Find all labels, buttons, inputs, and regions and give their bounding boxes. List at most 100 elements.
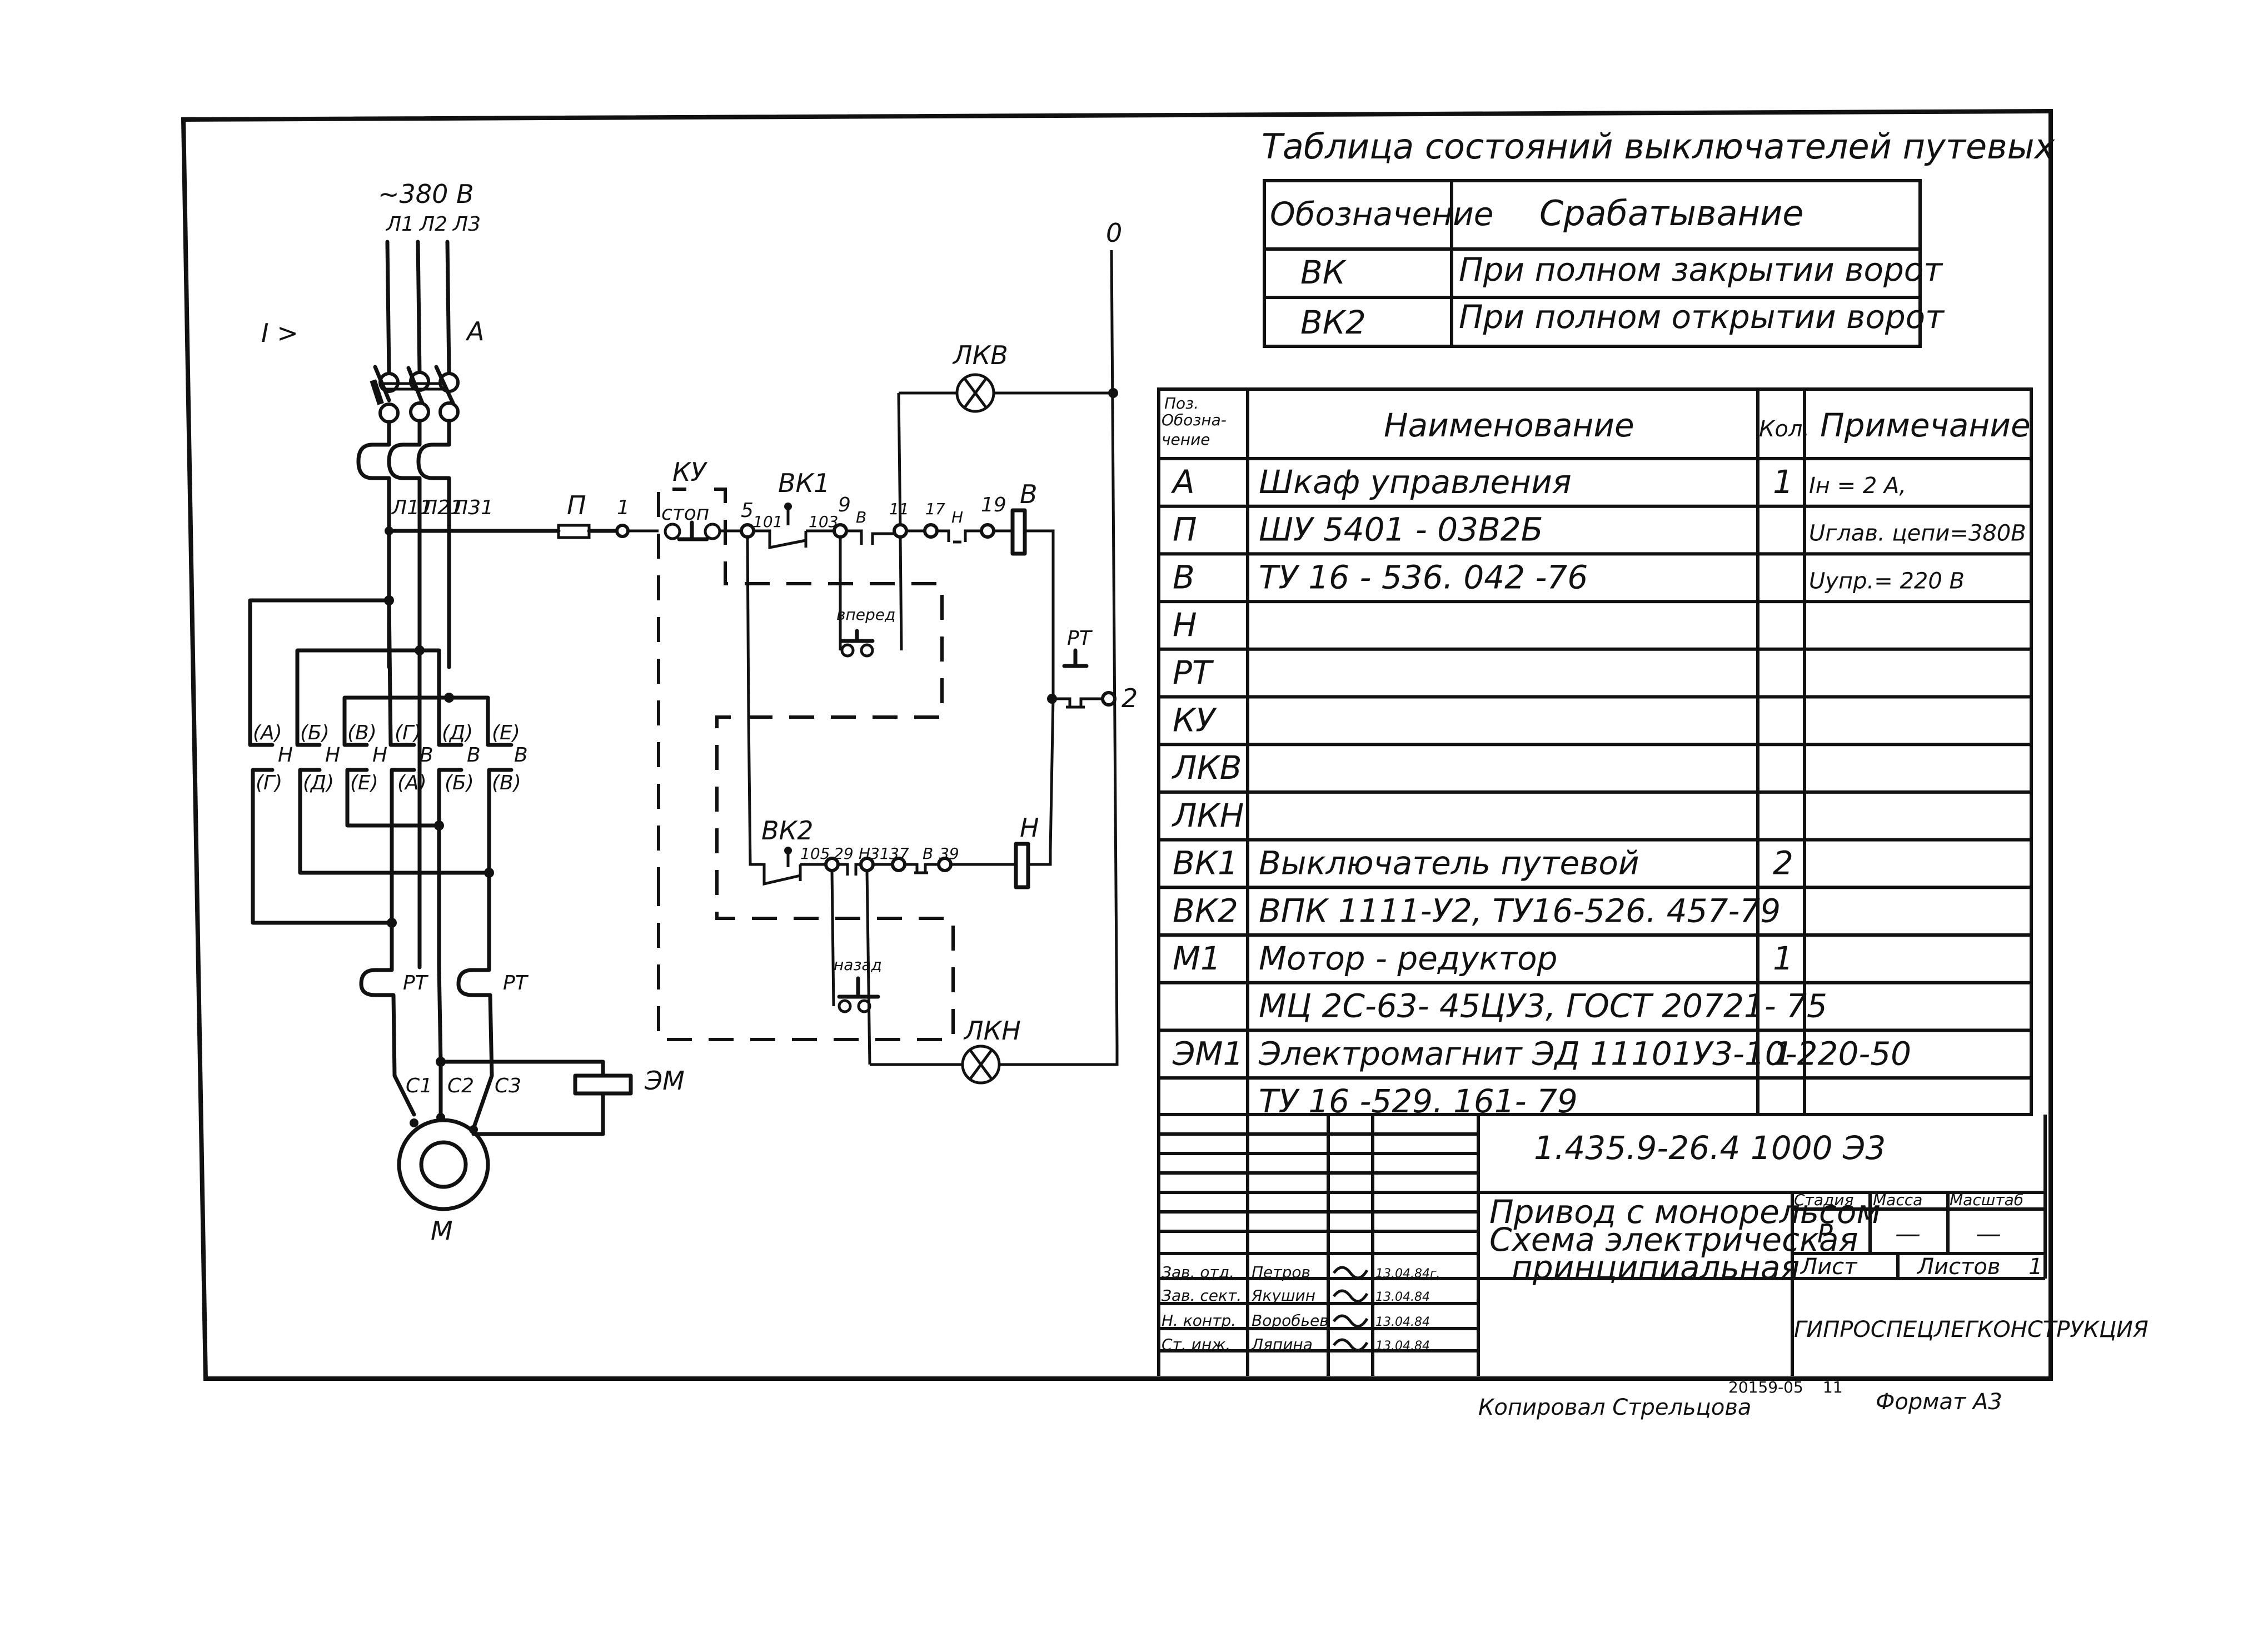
node-2-label: 2 (1121, 683, 1138, 713)
switch-table-header-action: Срабатывание (1539, 193, 1803, 233)
node-11-terminal (893, 523, 908, 539)
drawing-title-line-3: принципиальная (1512, 1249, 1800, 1286)
parts-row-pos: ЛКВ (1172, 749, 1242, 787)
parts-row-pos: РТ (1173, 654, 1214, 692)
thermal-relay-label-1: РТ (403, 972, 429, 994)
scale-value: — (1976, 1219, 2001, 1249)
stop-button-contact (664, 523, 681, 540)
parts-row-qty: 1 (1773, 939, 1793, 977)
parts-row-qty: 1 (1773, 1035, 1793, 1072)
parts-list: Поз. Обозна- чение Наименование Кол. При… (1157, 387, 2149, 1376)
signature-date: 13.04.84 (1375, 1339, 1430, 1353)
sheets-value: 1 (2028, 1254, 2042, 1280)
breaker-terminal (438, 401, 460, 422)
parts-row-pos: М1 (1173, 939, 1221, 977)
reversing-label-bottom-a: (А) (397, 772, 427, 794)
sheet-number: 11 (1823, 1378, 1843, 1396)
switch-table-row-designation: ВК2 (1300, 304, 1366, 341)
forward-button-contact (860, 643, 874, 658)
lamp-lkn-label: ЛКН (963, 1016, 1021, 1046)
node-19-label: 19 (981, 494, 1006, 516)
drawing-title-line-1: Привод с монорельсом (1489, 1193, 1881, 1231)
node-17-label: 17 (925, 500, 945, 518)
parts-row-pos: ВК1 (1173, 844, 1238, 882)
parts-row-name: ТУ 16 -529. 161- 79 (1259, 1082, 1578, 1120)
parts-row-note: Uупр.= 220 В (1809, 568, 1965, 594)
reversing-label-top-g: (Г) (395, 722, 421, 744)
parts-header-pos: Обозна- (1162, 411, 1227, 429)
supply-voltage-label: ~380 В (378, 179, 474, 209)
scale-header: Масштаб (1950, 1191, 2023, 1209)
reversing-label-mid-4: В (420, 744, 433, 767)
back-button-contact (838, 999, 852, 1013)
node-9-terminal (833, 523, 848, 539)
signature-name: Петров (1252, 1263, 1310, 1281)
parts-row-pos: ВК2 (1173, 892, 1238, 929)
parts-row-pos: В (1173, 558, 1195, 596)
back-button-contact (857, 999, 871, 1013)
parts-row-pos: А (1170, 463, 1195, 501)
reversing-label-top-d: (Д) (442, 722, 473, 744)
switch-table-title: Таблица состояний выключателей путевых (1262, 126, 2056, 167)
signature-role: Зав. отд. (1162, 1263, 1234, 1281)
signature-name: Ляпина (1251, 1335, 1313, 1354)
reversing-label-mid-5: В (467, 744, 481, 767)
breaker-terminal (378, 402, 400, 424)
parts-row-name: ВПК 1111-У2, ТУ16-526. 457-79 (1259, 892, 1781, 929)
node-5-label: 5 (741, 499, 754, 522)
signature-role: Н. контр. (1162, 1311, 1236, 1330)
neutral-label: 0 (1106, 218, 1122, 248)
reversing-label-mid-1: Н (278, 744, 293, 767)
switch-table-row-action: При полном открытии ворот (1459, 298, 1945, 336)
brake-magnet (573, 1073, 633, 1096)
parts-row-note: Uглав. цепи=380В (1809, 521, 2026, 546)
forward-button-contact (840, 643, 855, 658)
reversing-label-bottom-v: (В) (492, 772, 521, 794)
stop-button-label: стоп (661, 502, 709, 525)
parts-row-name: Мотор - редуктор (1259, 939, 1557, 977)
stop-button-contact (704, 523, 721, 540)
parts-header-qty: Кол. (1759, 416, 1810, 442)
signature-name: Воробьев (1252, 1311, 1329, 1330)
signature-date: 13.04.84г. (1375, 1267, 1440, 1281)
parts-row-note: Iн = 2 А, (1809, 473, 1906, 499)
parts-header-pos: чение (1162, 430, 1210, 449)
parts-row-pos: П (1173, 511, 1197, 549)
signature-scribble (1333, 1314, 1369, 1328)
motor-terminal-c2: С2 (447, 1075, 474, 1097)
signature-name: Якушин (1251, 1286, 1315, 1305)
parts-header-name: Наименование (1384, 406, 1634, 444)
breaker-label: А (465, 316, 484, 346)
node-9-label: 9 (838, 494, 851, 516)
node-5-terminal (740, 523, 755, 539)
parts-row-pos: Н (1173, 606, 1197, 644)
terminal-1 (615, 524, 630, 538)
reversing-label-top-a: (А) (253, 722, 282, 744)
parts-row-pos: ЭМ1 (1172, 1035, 1243, 1072)
node-19-terminal (980, 523, 995, 539)
lamp-lkn (961, 1045, 1001, 1085)
node-37-terminal (891, 857, 906, 872)
parts-row-name: Шкаф управления (1259, 463, 1572, 501)
format-label: Формат А3 (1876, 1389, 2002, 1415)
back-button-label: назад (834, 956, 882, 974)
brake-magnet-label: ЭМ (644, 1066, 685, 1096)
coil-v-label: В (1020, 479, 1038, 509)
stage-value: Р (1817, 1219, 1833, 1249)
node-29-label: 29 (834, 844, 854, 863)
parts-row-qty: 1 (1773, 463, 1793, 501)
reversing-label-bottom-b: (Б) (445, 772, 474, 794)
node-31-terminal (859, 857, 875, 872)
signature-role: Ст. инж. (1162, 1335, 1230, 1354)
signature-date: 13.04.84 (1375, 1290, 1430, 1304)
node-11-label: 11 (889, 500, 909, 518)
node-2-terminal (1101, 691, 1116, 707)
parts-row-pos: ЛКН (1172, 797, 1244, 834)
switch-table-row-action: При полном закрытии ворот (1459, 251, 1943, 289)
node-101-label: 101 (753, 513, 782, 531)
sheets-label: Листов (1916, 1254, 2000, 1280)
parts-row-name: ТУ 16 - 536. 042 -76 (1259, 558, 1588, 596)
signature-scribble (1333, 1266, 1369, 1280)
reversing-label-top-b: (Б) (300, 722, 330, 744)
doc-code: 1.435.9-26.4 1000 Э3 (1534, 1129, 1886, 1167)
